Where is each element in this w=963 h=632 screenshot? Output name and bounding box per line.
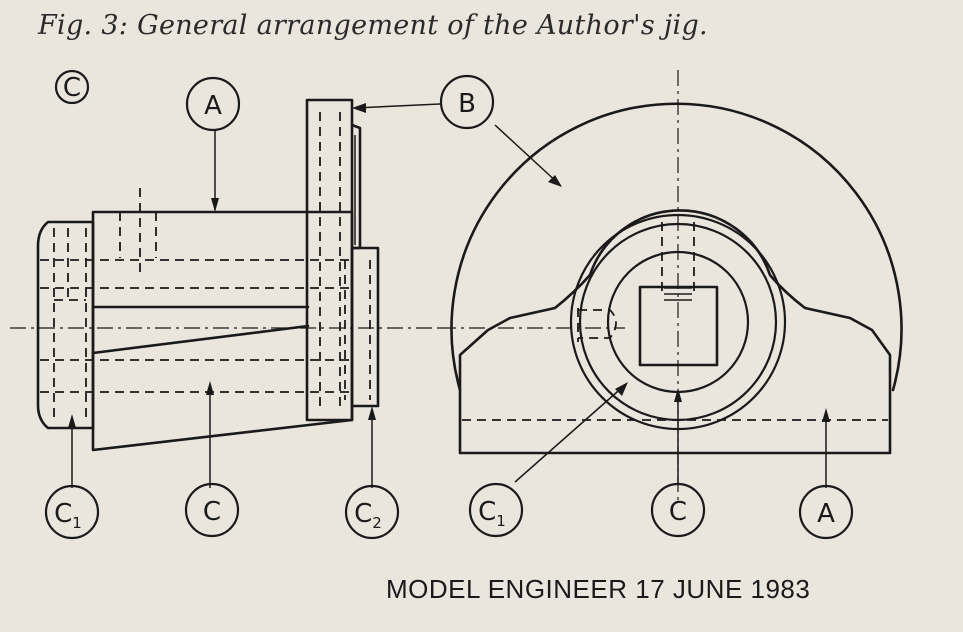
label-a-right: A bbox=[798, 484, 854, 540]
base-block-a bbox=[458, 209, 892, 455]
leaders bbox=[68, 103, 830, 488]
label-b: B bbox=[439, 74, 495, 130]
svg-text:C: C bbox=[203, 497, 221, 527]
svg-text:C1: C1 bbox=[54, 499, 82, 532]
thread-marks bbox=[664, 287, 692, 301]
plate-b-arch bbox=[450, 102, 903, 392]
svg-text:B: B bbox=[458, 89, 476, 119]
label-c1-right: C1 bbox=[468, 482, 524, 538]
label-c-left: C bbox=[184, 482, 240, 538]
label-a-top: A bbox=[185, 76, 241, 132]
square-work bbox=[638, 285, 719, 367]
label-c1-left: C1 bbox=[44, 484, 100, 540]
svg-text:A: A bbox=[204, 91, 222, 121]
nut-c2 bbox=[350, 246, 380, 408]
svg-text:C: C bbox=[669, 497, 687, 527]
svg-text:C2: C2 bbox=[354, 499, 382, 532]
side-view bbox=[10, 98, 440, 452]
side-hole bbox=[578, 309, 617, 339]
collet-nose-c1 bbox=[36, 220, 95, 430]
end-view bbox=[440, 70, 903, 500]
svg-text:C1: C1 bbox=[478, 497, 506, 530]
view-marker-c: C bbox=[54, 69, 90, 105]
svg-text:A: A bbox=[817, 499, 835, 529]
publication-footer: MODEL ENGINEER 17 JUNE 1983 bbox=[386, 574, 811, 604]
svg-text:C: C bbox=[63, 73, 81, 103]
collet-body-c bbox=[91, 210, 354, 452]
label-c2: C2 bbox=[344, 484, 400, 540]
figure-caption: Fig. 3: General arrangement of the Autho… bbox=[38, 10, 708, 41]
label-c-right: C bbox=[650, 482, 706, 538]
